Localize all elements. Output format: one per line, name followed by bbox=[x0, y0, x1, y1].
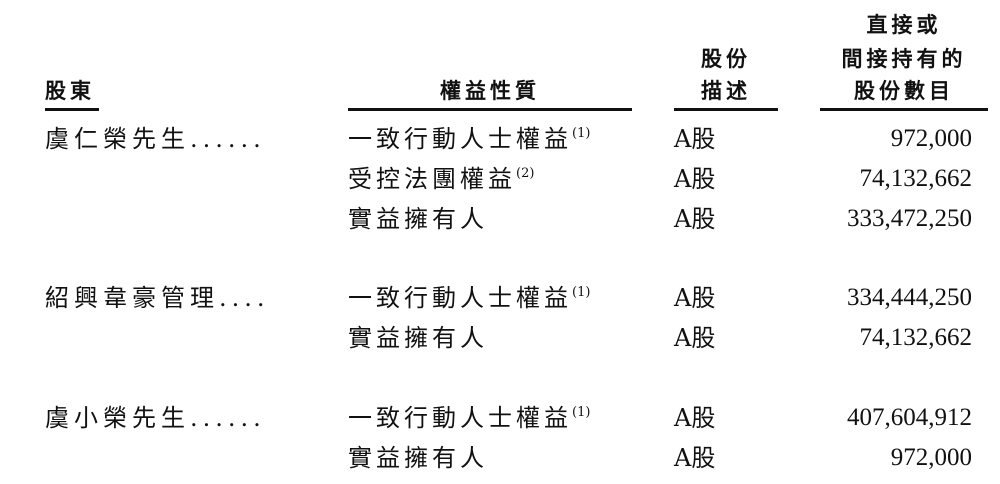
footnote-ref: (1) bbox=[572, 405, 591, 420]
share-class: A股 bbox=[674, 444, 716, 472]
header-share-class-line1: 股份 bbox=[701, 46, 751, 71]
shareholder-name: 虞小榮先生...... bbox=[45, 404, 266, 432]
header-rule-shares bbox=[820, 108, 988, 111]
share-class: A股 bbox=[674, 284, 716, 312]
header-rule-nature bbox=[348, 108, 632, 111]
share-class: A股 bbox=[674, 404, 716, 432]
share-count: 333,472,250 bbox=[847, 205, 972, 232]
nature-of-interest: 受控法團權益(2) bbox=[348, 165, 535, 193]
header-shares-line3: 股份數目 bbox=[854, 78, 954, 103]
nature-of-interest: 一致行動人士權益(1) bbox=[348, 125, 591, 153]
header-nature-of-interest: 權益性質 bbox=[440, 78, 540, 103]
share-class: A股 bbox=[674, 165, 716, 193]
shareholder-name: 虞仁榮先生...... bbox=[45, 125, 266, 153]
footnote-ref: (2) bbox=[516, 166, 535, 181]
share-count: 74,132,662 bbox=[859, 165, 973, 192]
header-share-class-line2: 描述 bbox=[701, 78, 751, 103]
nature-of-interest: 一致行動人士權益(1) bbox=[348, 284, 591, 312]
nature-of-interest: 實益擁有人 bbox=[348, 205, 488, 233]
share-count: 972,000 bbox=[890, 444, 972, 471]
footnote-ref: (1) bbox=[572, 126, 591, 141]
share-count: 407,604,912 bbox=[847, 404, 972, 431]
header-rule-shareholder bbox=[45, 108, 99, 111]
header-rule-class bbox=[674, 108, 778, 111]
footnote-ref: (1) bbox=[572, 285, 591, 300]
share-count: 74,132,662 bbox=[859, 324, 973, 351]
share-class: A股 bbox=[674, 324, 716, 352]
header-shares-line1: 直接或 bbox=[866, 12, 942, 37]
nature-of-interest: 一致行動人士權益(1) bbox=[348, 404, 591, 432]
shareholder-name: 紹興韋豪管理.... bbox=[45, 284, 270, 312]
share-count: 334,444,250 bbox=[847, 284, 972, 311]
header-shares-line2: 間接持有的 bbox=[841, 46, 967, 71]
share-class: A股 bbox=[674, 125, 716, 153]
nature-of-interest: 實益擁有人 bbox=[348, 324, 488, 352]
nature-of-interest: 實益擁有人 bbox=[348, 444, 488, 472]
share-class: A股 bbox=[674, 205, 716, 233]
share-count: 972,000 bbox=[890, 125, 972, 152]
header-shareholder: 股東 bbox=[45, 78, 95, 103]
